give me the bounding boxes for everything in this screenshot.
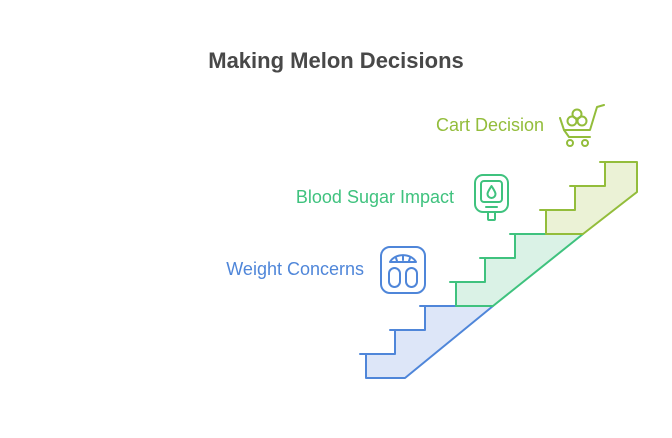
step-label-cart-decision: Cart Decision (435, 115, 544, 135)
step-label-weight-concerns: Weight Concerns (226, 259, 364, 279)
stair-segment-weight-concerns (359, 305, 494, 379)
step-label-blood-sugar-impact: Blood Sugar Impact (295, 187, 454, 207)
stair-segment-blood-sugar-impact (449, 233, 584, 307)
stair-segment-cart-decision (539, 161, 638, 235)
diagram-title: Making Melon Decisions (208, 48, 464, 73)
weight-scale-icon (380, 246, 426, 294)
shopping-cart-icon (559, 104, 605, 147)
glucose-meter-icon (474, 174, 509, 221)
